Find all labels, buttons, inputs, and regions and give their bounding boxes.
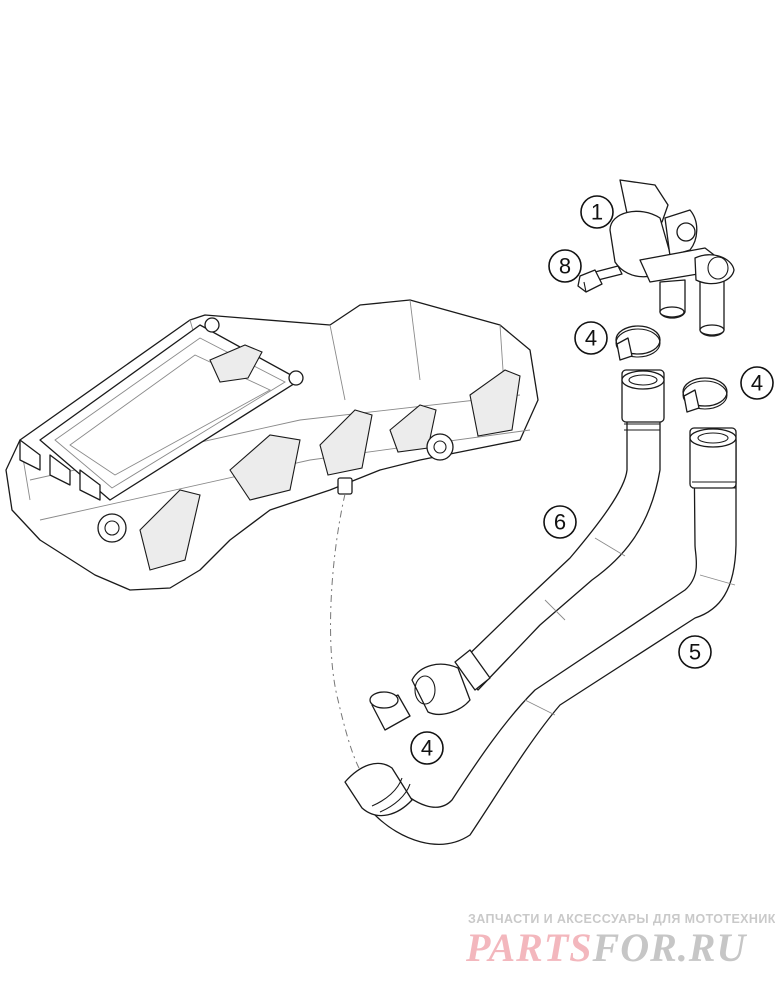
callout-5: 5 [678,635,712,669]
bolt [577,265,623,293]
svg-text:6: 6 [554,510,566,535]
callout-1: 1 [580,195,614,229]
watermark-caption: ЗАПЧАСТИ И АКСЕССУАРЫ ДЛЯ МОТОТЕХНИКИ [468,912,775,926]
hose-clamp-right [682,377,728,413]
svg-text:5: 5 [689,640,701,665]
hose-clamp-top [615,325,661,361]
svg-text:4: 4 [585,326,597,351]
svg-text:8: 8 [559,254,571,279]
watermark-logo: PARTSFOR.RU [466,924,766,971]
watermark-logo-part2: FOR.RU [592,925,747,970]
callout-8: 8 [548,249,582,283]
callout-6: 6 [543,505,577,539]
fuel-tap [609,179,735,337]
callout-4-top: 4 [574,321,608,355]
fuel-hose-5 [344,427,737,845]
fuel-hose-6 [411,369,665,715]
watermark-logo-part1: PARTS [466,925,593,970]
callout-4-bottom: 4 [410,731,444,765]
fuel-tank [5,299,539,591]
svg-text:4: 4 [751,371,763,396]
svg-text:4: 4 [421,736,433,761]
callout-4-right: 4 [740,366,774,400]
svg-text:1: 1 [591,200,603,225]
connection-line [330,493,361,771]
hose-end-cap [369,691,411,731]
